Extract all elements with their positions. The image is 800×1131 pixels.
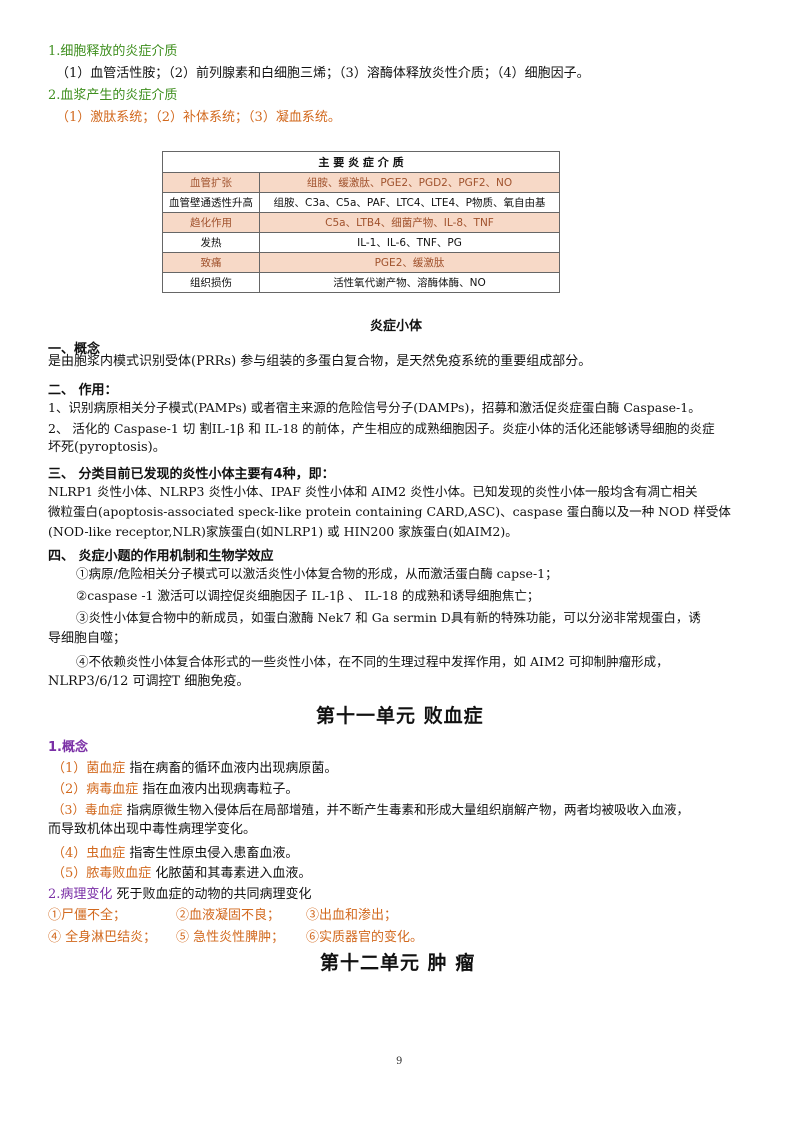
table-row: 血管扩张 组胺、缓激肽、PGE2、PGD2、PGF2、NO (162, 172, 560, 193)
table-cell-name: 趋化作用 (162, 212, 260, 233)
table-cell-value: 组胺、缓激肽、PGE2、PGD2、PGF2、NO (259, 172, 560, 193)
page-number: 9 (396, 1056, 403, 1067)
s1-text: 是由胞浆内模式识别受体(PRRs) 参与组装的多蛋白复合物，是天然免疫系统的重要… (48, 354, 592, 369)
table-cell-name: 发热 (162, 232, 260, 253)
concept-desc: 化脓菌和其毒素进入血液。 (155, 866, 312, 881)
s4-point3-cont: 导细胞自噬； (48, 631, 127, 646)
s4-point3: ③炎性小体复合物中的新成员，如蛋白激酶 Nek7 和 Ga sermin D具有… (76, 610, 701, 625)
concept-item3-cont: 而导致机体出现中毒性病理学变化。 (48, 822, 257, 837)
unit11-concept-heading: 1.概念 (48, 740, 88, 755)
change-item: ④ 全身淋巴结炎； (48, 930, 157, 945)
table-cell-value: C5a、LTB4、细菌产物、IL-8、TNF (259, 212, 560, 233)
section-heading-cell-mediators: 1.细胞释放的炎症介质 (48, 44, 178, 59)
inflammasome-title: 炎症小体 (370, 319, 423, 334)
concept-item: （1）菌血症 指在病畜的循环血液内出现病原菌。 (52, 757, 337, 776)
table-row: 组织损伤 活性氧代谢产物、溶酶体酶、NO (162, 272, 560, 293)
s4-heading: 四、 炎症小题的作用机制和生物学效应 (48, 549, 274, 564)
table-cell-name: 组织损伤 (162, 272, 260, 293)
change-item: ⑤ 急性炎性脾肿； (176, 930, 285, 945)
concept-desc: 指病原微生物入侵体后在局部增殖，并不断产生毒素和形成大量组织崩解产物，两者均被吸… (126, 802, 689, 817)
s4-point4-cont: NLRP3/6/12 可调控T 细胞免疫。 (48, 674, 250, 689)
s4-point4: ④不依赖炎性小体复合体形式的一些炎性小体，在不同的生理过程中发挥作用，如 AIM… (76, 654, 669, 669)
table-row: 血管壁通透性升高 组胺、C3a、C5a、PAF、LTC4、LTE4、P物质、氧自… (162, 192, 560, 213)
concept-term: （3）毒血症 (52, 802, 123, 817)
plasma-mediators-list: （1）激肽系统；（2）补体系统；（3）凝血系统。 (56, 110, 341, 125)
concept-item: （5）脓毒败血症 化脓菌和其毒素进入血液。 (52, 862, 311, 881)
table-title: 主 要 炎 症 介 质 (162, 151, 560, 173)
pathology-line: 2.病理变化 死于败血症的动物的共同病理变化 (48, 883, 312, 902)
s3-line2: 微粒蛋白(apoptosis-associated speck-like pro… (48, 504, 731, 519)
concept-term: （4）虫血症 (52, 846, 126, 861)
table-cell-value: PGE2、缓激肽 (259, 252, 560, 273)
table-row: 发热 IL-1、IL-6、TNF、PG (162, 232, 560, 253)
s2-line2-cont: 坏死(pyroptosis)。 (48, 440, 166, 455)
table-cell-value: 组胺、C3a、C5a、PAF、LTC4、LTE4、P物质、氧自由基 (259, 192, 560, 213)
table-cell-name: 血管壁通透性升高 (162, 192, 260, 213)
s2-line2: 2、 活化的 Caspase-1 切 割IL-1β 和 IL-18 的前体，产生… (48, 421, 715, 436)
table-row: 致痛 PGE2、缓激肽 (162, 252, 560, 273)
unit12-title: 第十二单元 肿 瘤 (320, 952, 476, 974)
concept-term: （2）病毒血症 (52, 782, 139, 797)
section-heading-plasma-mediators: 2.血浆产生的炎症介质 (48, 88, 178, 103)
pathology-text: 死于败血症的动物的共同病理变化 (116, 887, 312, 902)
s3-line1: NLRP1 炎性小体、NLRP3 炎性小体、IPAF 炎性小体和 AIM2 炎性… (48, 484, 698, 499)
concept-term: （5）脓毒败血症 (52, 866, 152, 881)
cell-mediators-list: （1）血管活性胺；（2）前列腺素和白细胞三烯；（3）溶酶体释放炎性介质；（4）细… (56, 66, 590, 81)
concept-item: （2）病毒血症 指在血液内出现病毒粒子。 (52, 778, 298, 797)
s1-heading: 一、概念 (48, 342, 101, 357)
change-item: ③出血和渗出； (306, 908, 398, 923)
concept-term: （1）菌血症 (52, 761, 126, 776)
change-item: ②血液凝固不良； (176, 908, 281, 923)
s2-line1: 1、识别病原相关分子模式(PAMPs) 或者宿主来源的危险信号分子(DAMPs)… (48, 400, 701, 415)
concept-desc: 指在病畜的循环血液内出现病原菌。 (129, 761, 338, 776)
inflammatory-mediators-table: 主 要 炎 症 介 质 血管扩张 组胺、缓激肽、PGE2、PGD2、PGF2、N… (162, 151, 560, 293)
s4-point1: ①病原/危险相关分子模式可以激活炎性小体复合物的形成，从而激活蛋白酶 capse… (76, 566, 558, 581)
table-cell-name: 血管扩张 (162, 172, 260, 193)
table-cell-value: IL-1、IL-6、TNF、PG (259, 232, 560, 253)
table-row: 趋化作用 C5a、LTB4、细菌产物、IL-8、TNF (162, 212, 560, 233)
s3-line3: (NOD-like receptor,NLR)家族蛋白(如NLRP1) 或 HI… (48, 524, 518, 539)
change-item: ⑥实质器官的变化。 (306, 930, 424, 945)
s2-heading: 二、 作用： (48, 383, 118, 398)
change-item: ①尸僵不全； (48, 908, 127, 923)
unit11-title: 第十一单元 败血症 (316, 705, 484, 727)
s4-point2: ②caspase -1 激活可以调控促炎细胞因子 IL-1β 、 IL-18 的… (76, 588, 540, 603)
concept-item: （4）虫血症 指寄生性原虫侵入患畜血液。 (52, 842, 298, 861)
concept-desc: 指在血液内出现病毒粒子。 (142, 782, 299, 797)
concept-desc: 指寄生性原虫侵入患畜血液。 (129, 846, 299, 861)
s3-heading: 三、 分类目前已发现的炎性小体主要有4种，即： (48, 467, 335, 482)
pathology-heading: 2.病理变化 (48, 887, 113, 902)
table-cell-name: 致痛 (162, 252, 260, 273)
concept-item: （3）毒血症 指病原微生物入侵体后在局部增殖，并不断产生毒素和形成大量组织崩解产… (52, 799, 689, 818)
table-cell-value: 活性氧代谢产物、溶酶体酶、NO (259, 272, 560, 293)
